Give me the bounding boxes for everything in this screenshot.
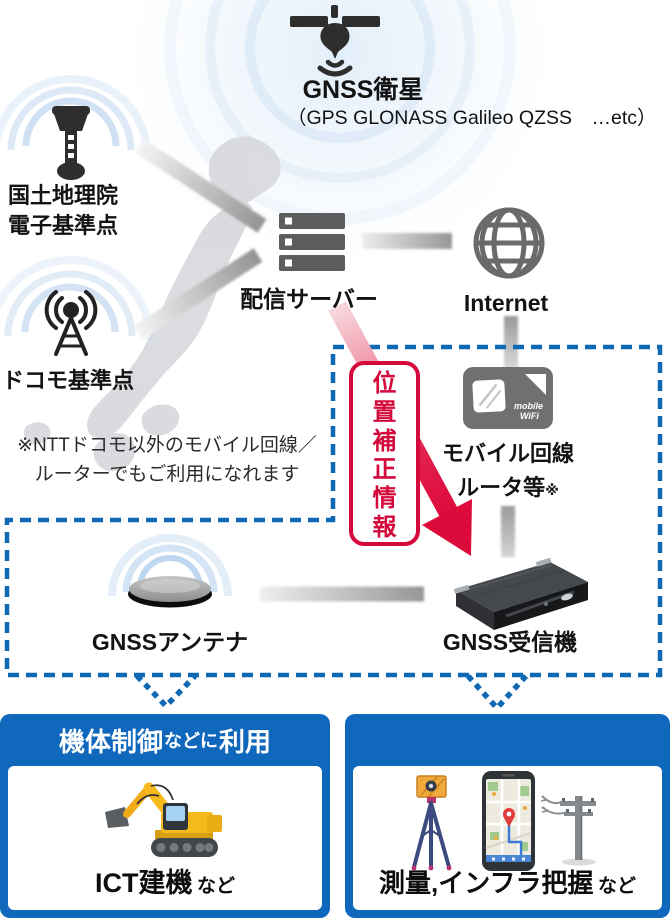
- dashed-arrow-right: [465, 674, 529, 711]
- internet-label: Internet: [463, 290, 549, 316]
- usage-right-caption: 測量,インフラ把握 など: [353, 863, 662, 900]
- satellite-label: GNSS衛星: [302, 76, 424, 104]
- dashed-arrow-left: [135, 674, 197, 709]
- survey-tripod-icon: [409, 774, 455, 874]
- usage-left-caption: ICT建機 など: [8, 861, 322, 900]
- smartphone-map-icon: [482, 771, 536, 871]
- gnss-antenna-icon: [124, 568, 219, 618]
- usage-right-header: [345, 714, 670, 766]
- usage-left-header: 機体制御 などに 利用: [0, 714, 330, 766]
- excavator-icon: [103, 774, 227, 869]
- router-label: モバイル回線 ルータ等※: [430, 437, 586, 505]
- correction-info-box: 位置補正情報: [349, 361, 420, 546]
- signal-waves-gsi: [0, 75, 151, 156]
- usage-box-survey: 測量,インフラ把握 など: [345, 714, 670, 918]
- gnss-receiver-icon: [448, 552, 593, 632]
- connector-arrows: [133, 139, 518, 602]
- gsi-label: 国土地理院 電子基準点: [8, 181, 118, 240]
- gsi-label-line1: 国土地理院: [8, 183, 119, 208]
- router-note-line2: ルーターでもご利用になれます: [34, 464, 300, 486]
- usage-left-panel: ICT建機 など: [8, 766, 322, 910]
- usage-box-machine-control: 機体制御 などに 利用: [0, 714, 330, 918]
- router-label-line2: ルータ等※: [457, 475, 559, 501]
- usage-left-caption-small: など: [196, 876, 235, 897]
- utility-pole-icon: [541, 794, 599, 866]
- radio-tower-icon: [36, 288, 106, 364]
- satellite-sublabel: （GPS GLONASS Galileo QZSS …etc）: [287, 107, 657, 129]
- satellite-icon: [287, 2, 383, 78]
- usage-left-caption-main: ICT建機: [95, 868, 193, 898]
- antenna-label: GNSSアンテナ: [91, 629, 249, 655]
- usage-left-header-small: などに: [164, 731, 218, 751]
- router-note-line1: ※NTTドコモ以外のモバイル回線／: [17, 435, 317, 456]
- dashed-region-outline: [4, 344, 663, 678]
- survey-pillar-icon: [46, 104, 96, 182]
- correction-info-label: 位置補正情報: [372, 370, 397, 541]
- usage-left-header-tail: 利用: [219, 726, 272, 757]
- mobile-router-icon: mobile WiFi: [463, 367, 553, 429]
- globe-icon: [471, 205, 547, 281]
- usage-right-panel: 測量,インフラ把握 など: [353, 766, 662, 910]
- server-label: 配信サーバー: [240, 286, 378, 312]
- usage-right-caption-main: 測量,インフラ把握: [379, 868, 594, 898]
- server-icon: [279, 213, 347, 275]
- router-note-mark: ※: [545, 482, 559, 499]
- signal-waves-antenna: [108, 534, 232, 597]
- usage-right-caption-small: など: [597, 876, 636, 897]
- router-device-text-2: WiFi: [520, 411, 539, 421]
- router-label-line1: モバイル回線: [441, 441, 574, 466]
- router-note: ※NTTドコモ以外のモバイル回線／ ルーターでもご利用になれます: [0, 431, 334, 490]
- receiver-label: GNSS受信機: [442, 629, 578, 655]
- signal-waves-docomo: [0, 256, 154, 341]
- router-device-text-1: mobile: [514, 401, 543, 411]
- docomo-label: ドコモ基準点: [2, 368, 135, 393]
- gsi-label-line2: 電子基準点: [8, 212, 119, 238]
- usage-left-header-main: 機体制御: [58, 726, 163, 757]
